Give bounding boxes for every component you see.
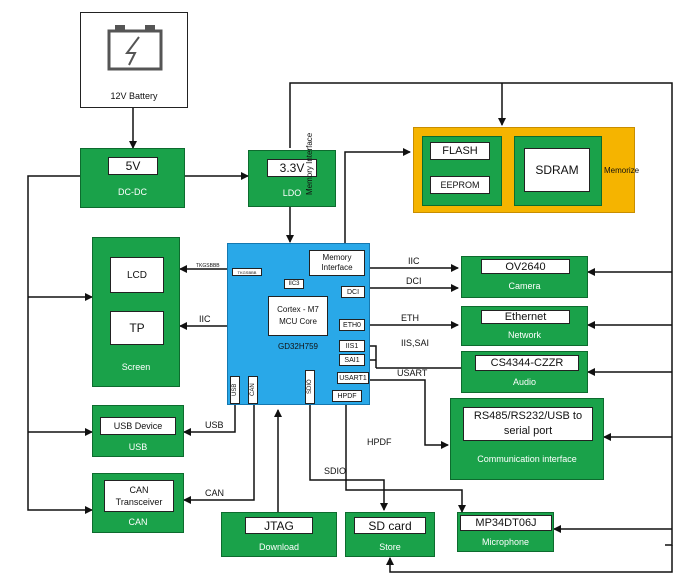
camera-subtitle: Camera — [508, 281, 541, 291]
mcu-iic3: IIC3 — [284, 279, 304, 289]
wire-usb — [183, 405, 236, 436]
mcu-iis1: IIS1 — [339, 340, 365, 352]
label-sdio: SDIO — [324, 466, 347, 476]
sdcard-subtitle: Store — [379, 542, 401, 552]
wire-sdio — [309, 405, 388, 511]
flash-chip: FLASH — [430, 142, 490, 160]
wire-right-bus — [289, 82, 673, 546]
mcu-can: CAN — [248, 376, 258, 404]
mcu-eth0: ETH0 — [339, 319, 365, 331]
wire-bus-sdcard — [386, 545, 673, 573]
sdcard-title: SD card — [354, 517, 426, 534]
usb-device-title: USB Device — [100, 417, 176, 435]
jtag-title: JTAG — [245, 517, 313, 534]
sdcard-block: SD card Store — [345, 512, 435, 557]
mcu-usart1: USART1 — [337, 372, 369, 384]
screen-tp: TP — [110, 311, 164, 345]
audio-subtitle: Audio — [512, 377, 537, 387]
label-iic-camera: IIC — [408, 256, 420, 266]
usb-device-subtitle: USB — [128, 442, 148, 452]
microphone-block: MP34DT06J Microphone — [457, 512, 554, 552]
label-memory-interface: Memory Interface — [305, 132, 314, 195]
mcu-dci: DCI — [341, 286, 365, 298]
battery-icon — [107, 25, 163, 71]
comm-subtitle: Communication interface — [477, 454, 577, 464]
dcdc-block: 5V DC-DC — [80, 148, 185, 208]
mcu-usb: USB — [230, 376, 240, 404]
wire-can — [183, 405, 255, 504]
label-eth: ETH — [401, 313, 419, 323]
mcu-sai1: SAI1 — [339, 354, 365, 366]
dcdc-value: 5V — [108, 157, 158, 175]
sdram-chip: SDRAM — [524, 148, 590, 192]
label-hpdf: HPDF — [367, 437, 392, 447]
jtag-subtitle: Download — [258, 542, 300, 552]
screen-block: LCD TP Screen — [92, 237, 180, 387]
mcu-hpdf: HPDF — [332, 390, 362, 402]
battery-label: 12V Battery — [110, 91, 158, 101]
can-block: CAN Transceiver CAN — [92, 473, 184, 533]
comm-title: RS485/RS232/USB to serial port — [463, 407, 593, 441]
wire-memory-interface — [344, 148, 411, 247]
memorize-subtitle: Memorize — [604, 166, 640, 175]
label-iic-screen: IIC — [199, 314, 211, 324]
eeprom-chip: EEPROM — [430, 176, 490, 194]
comm-block: RS485/RS232/USB to serial port Communica… — [450, 398, 604, 480]
label-tiny-left: TKGSBBB — [196, 263, 220, 269]
wire-hpdf — [345, 405, 466, 513]
ldo-value: 3.3V — [267, 159, 317, 177]
audio-title: CS4344-CZZR — [475, 355, 579, 371]
can-title: CAN Transceiver — [104, 480, 174, 512]
microphone-subtitle: Microphone — [481, 537, 530, 547]
microphone-title: MP34DT06J — [460, 515, 552, 531]
audio-block: CS4344-CZZR Audio — [461, 351, 588, 393]
usb-device-block: USB Device USB — [92, 405, 184, 457]
tiny-label-text: TKGSBBB — [237, 269, 257, 275]
dcdc-subtitle: DC-DC — [118, 187, 147, 197]
ethernet-title: Ethernet — [481, 310, 570, 324]
battery-block: 12V Battery — [80, 12, 188, 108]
jtag-block: JTAG Download — [221, 512, 337, 557]
mcu-block: Memory Interface IIC3 TKGSBBB DCI Cortex… — [227, 243, 370, 405]
wire-usart — [370, 379, 449, 449]
label-can: CAN — [205, 488, 225, 498]
mcu-core: Cortex - M7 MCU Core — [268, 296, 328, 336]
camera-title: OV2640 — [481, 259, 570, 274]
wire-left-bus — [27, 175, 93, 514]
label-usart: USART — [397, 368, 428, 378]
ethernet-block: Ethernet Network — [461, 306, 588, 346]
ethernet-subtitle: Network — [507, 330, 541, 340]
camera-block: OV2640 Camera — [461, 256, 588, 298]
screen-subtitle: Screen — [121, 362, 151, 372]
mcu-name: GD32H759 — [277, 342, 319, 351]
mcu-memory-interface: Memory Interface — [309, 250, 365, 276]
screen-lcd: LCD — [110, 257, 164, 293]
memorize-block: FLASH EEPROM SDRAM Memorize — [413, 127, 639, 213]
label-usb: USB — [205, 420, 224, 430]
ldo-subtitle: LDO — [282, 188, 302, 198]
mcu-sdio: SDIO — [305, 370, 315, 404]
ldo-block: 3.3V LDO — [248, 150, 336, 207]
label-iis-sai: IIS,SAI — [401, 338, 430, 348]
mcu-tiny-label: TKGSBBB — [232, 268, 262, 276]
can-subtitle: CAN — [128, 517, 148, 527]
label-dci-camera: DCI — [406, 276, 422, 286]
